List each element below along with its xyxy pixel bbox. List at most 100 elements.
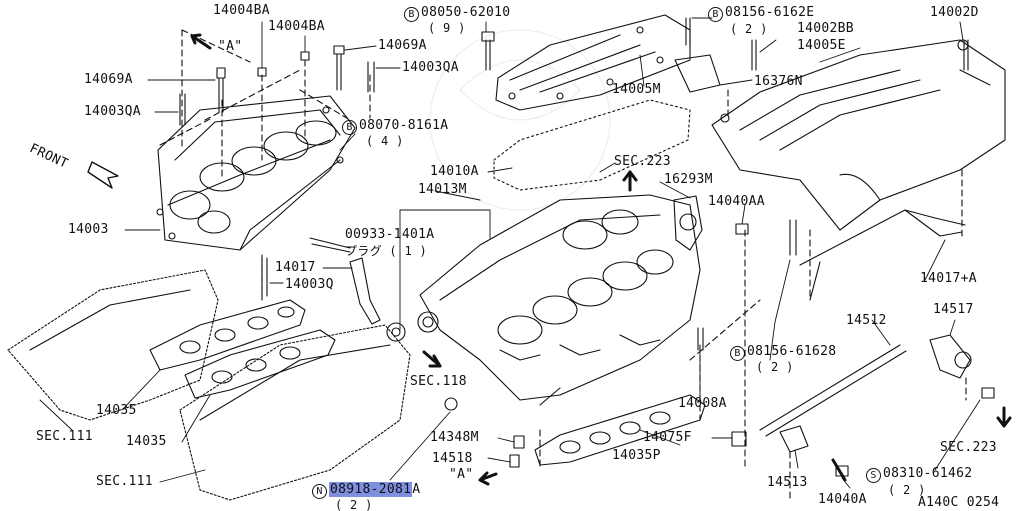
bolts-upper-left (179, 45, 375, 297)
highlighted-part-number[interactable]: 08918-2081 (329, 482, 413, 497)
arrow-sec223-top (622, 170, 638, 192)
label-qty-08070: ( 4 ) (366, 134, 404, 148)
label-14040a: 14040A (818, 492, 867, 507)
part-14348m (513, 435, 525, 449)
part-number: 08310-61462 (883, 466, 973, 481)
label-14017: 14017 (275, 260, 316, 275)
collector-cover (495, 14, 691, 111)
label-14075f: 14075F (643, 430, 692, 445)
label-14348m: 14348M (430, 430, 479, 445)
bolt-14002d (963, 39, 969, 71)
label-sec223-bottom: SEC.223 (940, 440, 997, 455)
label-00933: 00933-1401A (345, 227, 435, 242)
label-14003qa-2: 14003QA (84, 104, 141, 119)
label-14003: 14003 (68, 222, 109, 237)
lower-intake-manifold (386, 194, 701, 401)
arrow-sec223-bottom (996, 406, 1012, 428)
cylinder-head-left (7, 269, 219, 421)
upper-intake-manifold (156, 95, 356, 251)
label-14008a: 14008A (678, 396, 727, 411)
bolt-14002bb (751, 39, 757, 71)
marker-n-icon: N (312, 484, 327, 499)
part-14518 (509, 454, 520, 468)
label-14005m: 14005M (612, 82, 661, 97)
leader-lines (39, 17, 981, 489)
spacer-14075f (731, 431, 747, 447)
arrow-sec118 (422, 350, 442, 368)
bolt-08050 (485, 39, 491, 71)
label-qty-08310: ( 2 ) (888, 483, 926, 497)
label-qty-08156-mid: ( 2 ) (756, 360, 794, 374)
label-14017a: 14017+A (920, 271, 977, 286)
label-14518: 14518 (432, 451, 473, 466)
bolt-08156-mid (789, 219, 797, 256)
label-qty-08050: ( 9 ) (428, 21, 466, 35)
bolt-00933 (309, 237, 351, 253)
part-number: 08156-6162E (725, 5, 815, 20)
marker-s-icon: S (866, 468, 881, 483)
bracket-14513 (779, 425, 809, 453)
label-qty-08918: ( 2 ) (335, 498, 373, 511)
label-14010a: 14010A (430, 164, 479, 179)
label-14517: 14517 (933, 302, 974, 317)
guide-lines-upper-left (159, 29, 371, 301)
label-14004ba-1: 14004BA (213, 3, 270, 18)
regulator-14517 (929, 334, 971, 379)
nut-08918 (444, 397, 458, 411)
label-qty-08156-top: ( 2 ) (730, 22, 768, 36)
bolt-08050-head (481, 31, 495, 42)
arrow-a-bottom (478, 471, 498, 486)
label-14035-2: 14035 (126, 434, 167, 449)
marker-b-icon: B (342, 120, 357, 135)
part-number: 08050-62010 (421, 5, 511, 20)
marker-b-icon: B (708, 7, 723, 22)
label-14512: 14512 (846, 313, 887, 328)
watermark (429, 29, 611, 211)
gasket-14035p (534, 394, 706, 466)
gasket-16293m (673, 195, 703, 251)
fuel-rail-14512 (759, 344, 907, 437)
bolt-08310 (981, 387, 995, 399)
label-14002d: 14002D (930, 5, 979, 20)
label-arrow-a-bottom: "A" (449, 467, 474, 482)
label-arrow-a-top: "A" (218, 39, 243, 54)
gasket-14035-upper (149, 299, 306, 371)
stud-14017 (349, 257, 381, 325)
bolt-14040a (831, 458, 847, 482)
label-14003qa-1: 14003QA (402, 60, 459, 75)
marker-b-icon: B (730, 346, 745, 361)
part-number: 08070-8161A (359, 118, 449, 133)
label-14013m: 14013M (418, 182, 467, 197)
front-arrow (87, 161, 119, 189)
label-sec223-top: SEC.223 (614, 154, 671, 169)
label-sec111-2: SEC.111 (96, 474, 153, 489)
label-14035-1: 14035 (96, 403, 137, 418)
cylinder-head-right (179, 324, 411, 501)
label-14069a-1: 14069A (378, 38, 427, 53)
label-14035p: 14035P (612, 448, 661, 463)
label-sec118: SEC.118 (410, 374, 467, 389)
label-14004ba-2: 14004BA (268, 19, 325, 34)
part-number-suffix: A (412, 482, 421, 497)
arrow-a-top (190, 33, 212, 50)
bracket-14017a (799, 209, 966, 301)
label-14002bb: 14002BB (797, 21, 854, 36)
label-sec111-1: SEC.111 (36, 429, 93, 444)
label-14003q: 14003Q (285, 277, 334, 292)
gasket-14035-lower (184, 329, 336, 399)
label-14040aa: 14040AA (708, 194, 765, 209)
bolt-14008a (697, 327, 704, 351)
diagram-code: A140C 0254 (918, 495, 1000, 510)
label-14069a-2: 14069A (84, 72, 133, 87)
part-number: 08156-61628 (747, 344, 837, 359)
label-16376n: 16376N (754, 74, 803, 89)
label-plug: プラグ ( 1 ) (345, 244, 428, 258)
